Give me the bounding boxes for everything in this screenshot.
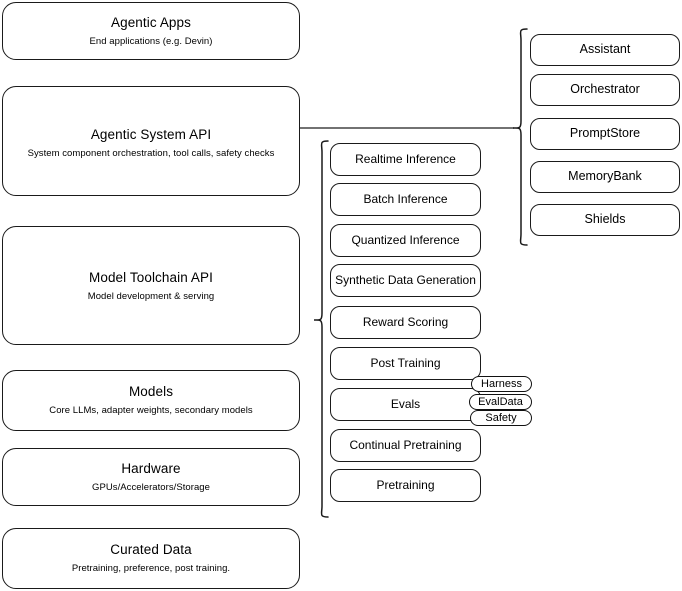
component-label: MemoryBank <box>568 169 642 184</box>
layer-subtitle: System component orchestration, tool cal… <box>27 147 275 159</box>
layer-hardware[interactable]: Hardware GPUs/Accelerators/Storage <box>2 448 300 506</box>
layer-text-group: Agentic System API System component orch… <box>3 127 299 160</box>
evals-tag-harness[interactable]: Harness <box>471 376 532 392</box>
layer-subtitle: Core LLMs, adapter weights, secondary mo… <box>49 405 253 416</box>
layer-title: Models <box>128 384 174 400</box>
layer-text-group: Model Toolchain API Model development & … <box>3 270 299 303</box>
capability-label: Reward Scoring <box>362 315 449 329</box>
evals-tag-safety[interactable]: Safety <box>470 410 532 426</box>
capability-realtime-inference[interactable]: Realtime Inference <box>330 143 481 176</box>
capability-batch-inference[interactable]: Batch Inference <box>330 183 481 216</box>
component-shields[interactable]: Shields <box>530 204 680 236</box>
layer-title: Agentic System API <box>90 127 212 142</box>
capability-label: Quantized Inference <box>351 233 460 247</box>
capability-post-training[interactable]: Post Training <box>330 347 481 380</box>
evals-tag-evaldata[interactable]: EvalData <box>469 394 532 410</box>
brace-model-toolchain-capabilities <box>308 138 330 520</box>
component-promptstore[interactable]: PromptStore <box>530 118 680 150</box>
capability-evals[interactable]: Evals <box>330 388 481 421</box>
component-label: Shields <box>584 212 626 227</box>
component-orchestrator[interactable]: Orchestrator <box>530 74 680 106</box>
connector-system-api-to-components <box>298 120 516 138</box>
layer-subtitle: Model development & serving <box>87 290 215 302</box>
capability-label: Batch Inference <box>363 192 448 206</box>
capability-label: Continual Pretraining <box>349 438 462 452</box>
layer-title: Curated Data <box>110 542 192 558</box>
capability-synthetic-data-generation[interactable]: Synthetic Data Generation <box>330 264 481 297</box>
layer-title: Agentic Apps <box>110 14 191 30</box>
layer-title: Hardware <box>121 460 181 476</box>
layer-subtitle: GPUs/Accelerators/Storage <box>92 481 210 493</box>
layer-agentic-apps[interactable]: Agentic Apps End applications (e.g. Devi… <box>2 2 300 60</box>
layer-model-toolchain-api[interactable]: Model Toolchain API Model development & … <box>2 226 300 345</box>
capability-label: Pretraining <box>376 478 435 492</box>
component-memorybank[interactable]: MemoryBank <box>530 161 680 193</box>
capability-label: Post Training <box>370 356 441 370</box>
layer-models[interactable]: Models Core LLMs, adapter weights, secon… <box>2 370 300 431</box>
layer-subtitle: End applications (e.g. Devin) <box>89 35 213 47</box>
component-label: Orchestrator <box>570 82 640 97</box>
component-assistant[interactable]: Assistant <box>530 34 680 66</box>
layer-title: Model Toolchain API <box>89 270 213 285</box>
brace-system-components <box>508 26 530 248</box>
evals-tag-label: Harness <box>481 377 522 390</box>
evals-tag-label: EvalData <box>478 395 523 408</box>
component-label: Assistant <box>579 42 631 57</box>
capability-label: Synthetic Data Generation <box>335 273 476 287</box>
capability-label: Evals <box>390 397 421 411</box>
capability-reward-scoring[interactable]: Reward Scoring <box>330 306 481 339</box>
layer-curated-data[interactable]: Curated Data Pretraining, preference, po… <box>2 528 300 589</box>
capability-continual-pretraining[interactable]: Continual Pretraining <box>330 429 481 462</box>
layer-agentic-system-api[interactable]: Agentic System API System component orch… <box>2 86 300 196</box>
layer-subtitle: Pretraining, preference, post training. <box>71 563 231 574</box>
evals-tag-label: Safety <box>485 411 517 424</box>
capability-pretraining[interactable]: Pretraining <box>330 469 481 502</box>
capability-label: Realtime Inference <box>355 152 456 166</box>
component-label: PromptStore <box>569 126 641 141</box>
capability-quantized-inference[interactable]: Quantized Inference <box>330 224 481 257</box>
